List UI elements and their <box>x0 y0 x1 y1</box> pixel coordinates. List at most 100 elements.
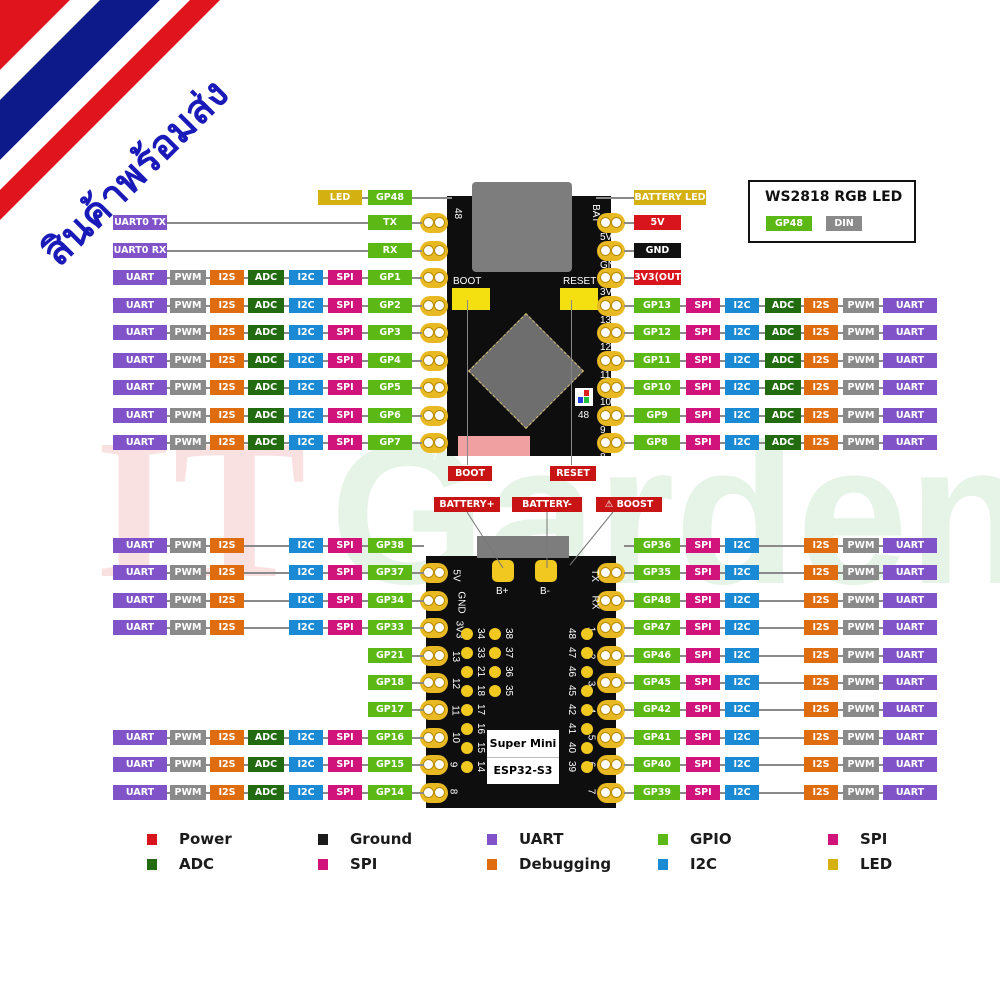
gpio-tag-gp8: GP8 <box>634 435 680 450</box>
uart-tag: UART <box>113 538 167 553</box>
gpio-tag-rx: RX <box>368 243 412 258</box>
i2c-tag: I2C <box>725 620 759 635</box>
legend-swatch <box>828 858 838 870</box>
via-pad <box>461 666 473 678</box>
legend-label: UART <box>519 830 564 848</box>
pwm-tag: PWM <box>170 785 206 800</box>
right-pin-pad <box>597 646 625 666</box>
silk-edge-left: 10 <box>450 731 462 744</box>
spi-tag: SPI <box>686 730 720 745</box>
adc-tag: ADC <box>765 353 801 368</box>
left-pin-pad <box>420 433 448 453</box>
silk-edge-left: 11 <box>449 705 461 716</box>
connector-line <box>412 627 424 629</box>
uart0-tag: UART0 TX <box>113 215 167 230</box>
legend-swatch <box>318 833 328 845</box>
connector-line <box>412 250 422 252</box>
reset-label: RESET <box>550 466 596 481</box>
connector-line <box>412 709 424 711</box>
legend-label: SPI <box>860 830 888 848</box>
uart-tag: UART <box>883 325 937 340</box>
legend-item-uart: UART <box>487 830 563 848</box>
i2c-tag: I2C <box>725 675 759 690</box>
legend-label: I2C <box>690 855 718 873</box>
silk-inner: 39 <box>566 760 578 773</box>
pwm-tag: PWM <box>170 565 206 580</box>
legend-swatch <box>318 858 328 870</box>
silk-inner: 15 <box>475 741 487 754</box>
left-pin-pad <box>420 618 448 638</box>
adc-tag: ADC <box>248 785 284 800</box>
i2c-tag: I2C <box>725 565 759 580</box>
i2s-tag: I2S <box>210 408 244 423</box>
spi-tag: SPI <box>686 408 720 423</box>
chip-label-line1: Super Mini <box>487 730 559 758</box>
silk-bplus: B+ <box>496 586 509 597</box>
connector-line <box>412 332 422 334</box>
reset-button[interactable] <box>560 288 598 310</box>
i2c-tag: I2C <box>289 298 323 313</box>
i2c-tag: I2C <box>289 565 323 580</box>
silk-pin-label: 3 <box>432 342 438 353</box>
battery-led-line <box>596 197 634 199</box>
gpio-tag-gp21: GP21 <box>368 648 412 663</box>
i2c-tag: I2C <box>289 620 323 635</box>
i2c-tag: I2C <box>725 353 759 368</box>
i2s-tag: I2S <box>804 408 838 423</box>
silk-inner: 16 <box>475 722 487 735</box>
uart-tag: UART <box>113 620 167 635</box>
silk-inner: 46 <box>566 665 578 678</box>
i2s-tag: I2S <box>804 565 838 580</box>
silk-pin-label: GND <box>600 260 623 271</box>
legend-label: LED <box>860 855 893 873</box>
connector-line <box>624 792 936 794</box>
via-pad <box>581 685 593 697</box>
via-pad <box>489 666 501 678</box>
i2s-tag: I2S <box>804 620 838 635</box>
silk-edge-right: RX <box>589 595 601 610</box>
left-pin-pad <box>420 755 448 775</box>
boot-label: BOOT <box>448 466 492 481</box>
boot-button[interactable] <box>452 288 490 310</box>
pwm-tag: PWM <box>843 408 879 423</box>
spi-tag: SPI <box>686 648 720 663</box>
left-pin-pad <box>420 351 448 371</box>
connector-line <box>624 277 634 279</box>
legend-label: Power <box>179 830 232 848</box>
gpio-tag-gp46: GP46 <box>634 648 680 663</box>
silk-inner: 14 <box>475 760 487 773</box>
uart-tag: UART <box>883 702 937 717</box>
watermark-it: IT <box>95 399 307 620</box>
via-pad <box>581 666 593 678</box>
legend-item-ground: Ground <box>318 830 412 848</box>
gpio-tag-gp40: GP40 <box>634 757 680 772</box>
led-func-tag: LED <box>318 190 362 205</box>
usb-c-connector-top <box>472 182 572 272</box>
battery-led-tag: BATTERY LED <box>634 190 706 205</box>
left-pin-pad <box>420 296 448 316</box>
via-pad <box>461 685 473 697</box>
via-pad <box>581 628 593 640</box>
gpio-tag-tx: TX <box>368 215 412 230</box>
silk-pin-label: 7 <box>432 452 438 463</box>
silk-pin-label: TX <box>432 232 445 243</box>
spi-tag: SPI <box>328 435 362 450</box>
spi-tag: SPI <box>328 353 362 368</box>
gpio-tag-gp39: GP39 <box>634 785 680 800</box>
legend-item-spi: SPI <box>828 830 887 848</box>
i2s-tag: I2S <box>804 435 838 450</box>
i2c-tag: I2C <box>725 298 759 313</box>
right-pin-pad <box>597 673 625 693</box>
gpio-tag-gp13: GP13 <box>634 298 680 313</box>
connector-line <box>624 222 634 224</box>
silk-inner: 36 <box>503 665 515 678</box>
silk-pin-label: 6 <box>432 425 438 436</box>
i2s-tag: I2S <box>210 380 244 395</box>
adc-tag: ADC <box>765 408 801 423</box>
connector-line <box>624 737 936 739</box>
spi-tag: SPI <box>328 565 362 580</box>
connector-line <box>412 442 422 444</box>
usb-c-connector-bottom <box>477 536 569 558</box>
pwm-tag: PWM <box>170 298 206 313</box>
silk-inner: 33 <box>475 646 487 659</box>
